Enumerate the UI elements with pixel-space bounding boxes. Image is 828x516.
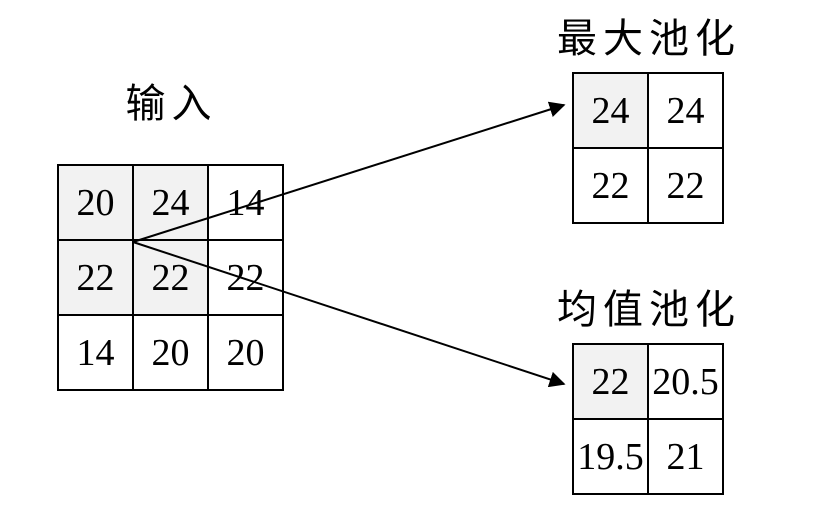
max-pool-cell-r1c0: 22 <box>572 147 649 224</box>
input-cell-r2c0: 14 <box>57 314 134 391</box>
input-cell-r2c2: 20 <box>207 314 284 391</box>
input-row: 14 20 20 <box>57 314 284 391</box>
max-pool-row: 22 22 <box>572 147 724 224</box>
input-cell-r0c1: 24 <box>132 164 209 241</box>
input-row: 22 22 22 <box>57 239 284 316</box>
max-pool-cell-r1c1: 22 <box>647 147 724 224</box>
input-row: 20 24 14 <box>57 164 284 241</box>
input-cell-r2c1: 20 <box>132 314 209 391</box>
max-pool-grid: 24 24 22 22 <box>572 72 724 224</box>
max-pool-cell-r0c0: 24 <box>572 72 649 149</box>
input-cell-r0c2: 14 <box>207 164 284 241</box>
input-cell-r1c2: 22 <box>207 239 284 316</box>
avg-pool-cell-r0c1: 20.5 <box>647 343 724 420</box>
max-pool-cell-r0c1: 24 <box>647 72 724 149</box>
input-cell-r1c1: 22 <box>132 239 209 316</box>
max-pool-label: 最大池化 <box>557 16 741 61</box>
avg-pool-cell-r1c1: 21 <box>647 418 724 495</box>
avg-pool-cell-r1c0: 19.5 <box>572 418 649 495</box>
input-label: 输入 <box>125 81 218 126</box>
input-cell-r1c0: 22 <box>57 239 134 316</box>
avg-pool-grid: 22 20.5 19.5 21 <box>572 343 724 495</box>
avg-pool-cell-r0c0: 22 <box>572 343 649 420</box>
avg-pool-row: 19.5 21 <box>572 418 724 495</box>
input-grid: 20 24 14 22 22 22 14 20 20 <box>57 164 284 391</box>
max-pool-row: 24 24 <box>572 72 724 149</box>
avg-pool-label: 均值池化 <box>557 287 741 332</box>
avg-pool-row: 22 20.5 <box>572 343 724 420</box>
input-cell-r0c0: 20 <box>57 164 134 241</box>
